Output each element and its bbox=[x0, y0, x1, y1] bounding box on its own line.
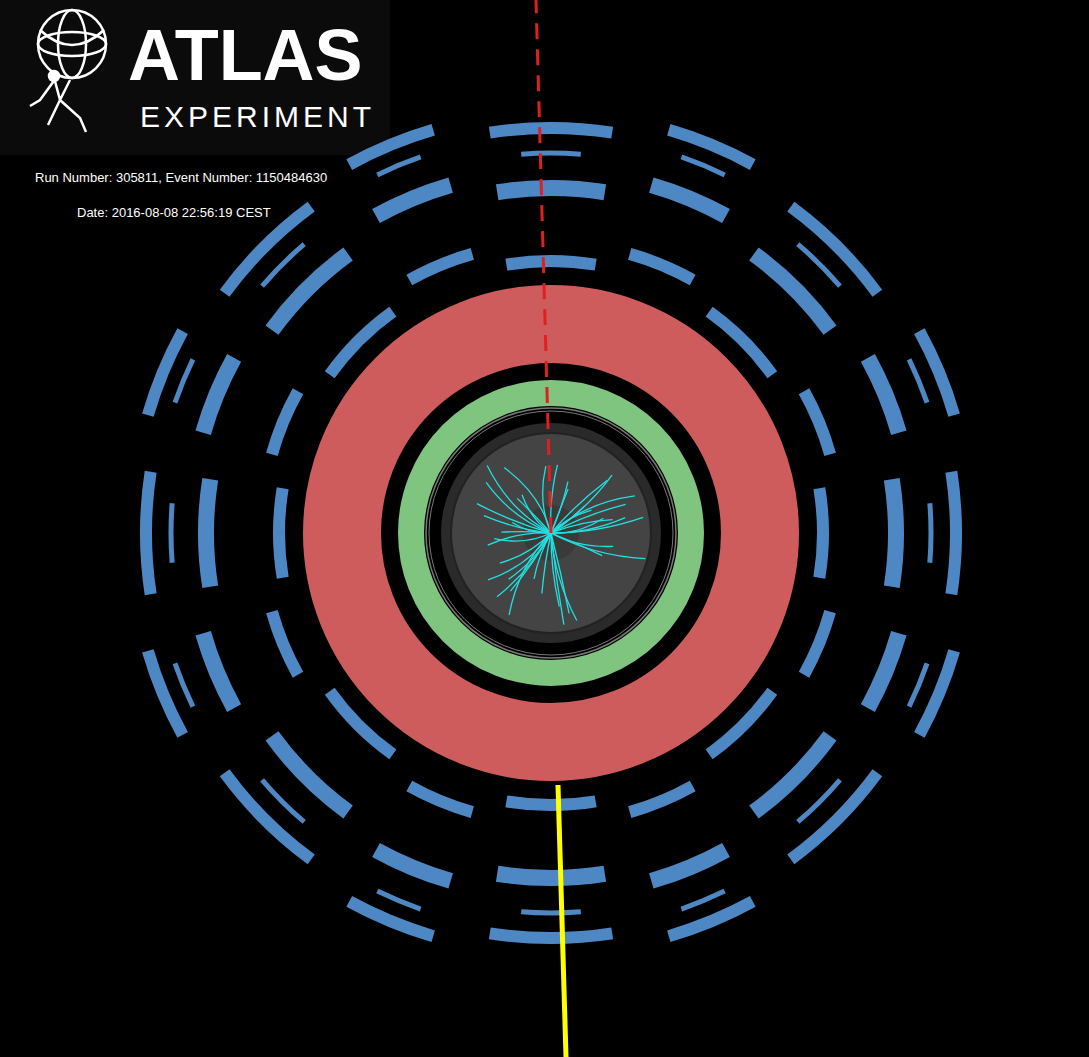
track bbox=[487, 466, 551, 533]
track bbox=[512, 523, 551, 534]
tracks bbox=[477, 465, 645, 625]
muon-chamber bbox=[521, 153, 581, 154]
logo-title: ATLAS bbox=[128, 14, 363, 96]
muon-chamber bbox=[798, 780, 840, 822]
muon-chamber bbox=[203, 358, 234, 433]
muon-chamber bbox=[279, 488, 283, 577]
muon-chamber bbox=[175, 359, 193, 402]
muon-chamber bbox=[490, 128, 612, 133]
track bbox=[522, 495, 551, 533]
muon-chamber bbox=[206, 479, 210, 587]
muon-chamber bbox=[798, 244, 840, 286]
muon-chamber bbox=[804, 391, 830, 454]
run-info: Run Number: 305811, Event Number: 115048… bbox=[35, 170, 327, 185]
muon-chamber bbox=[681, 157, 724, 175]
muon-chamber bbox=[651, 850, 726, 881]
muon-chamber bbox=[262, 780, 304, 822]
track bbox=[551, 480, 607, 533]
muon-track bbox=[558, 785, 566, 1057]
muon-chamber bbox=[630, 254, 693, 280]
muon-chamber bbox=[203, 633, 234, 708]
atlas-logo-figure bbox=[30, 10, 106, 132]
track bbox=[509, 533, 551, 615]
muon-chamber bbox=[225, 773, 312, 860]
muon-chamber bbox=[521, 912, 581, 913]
track bbox=[551, 518, 625, 533]
muon-chamber bbox=[409, 786, 472, 812]
muon-chamber bbox=[262, 244, 304, 286]
muon-chamber bbox=[497, 188, 605, 192]
muon-chamber bbox=[409, 254, 472, 280]
muon-chamber bbox=[272, 391, 298, 454]
muon-chamber bbox=[377, 157, 420, 175]
track bbox=[551, 475, 612, 533]
track bbox=[551, 496, 635, 533]
muon-chamber bbox=[951, 472, 956, 594]
muon-chamber bbox=[377, 891, 420, 909]
muon-chamber bbox=[272, 612, 298, 675]
muon-chamber bbox=[892, 479, 896, 587]
muon-chamber bbox=[681, 891, 724, 909]
muon-chamber bbox=[376, 185, 451, 216]
muon-chamber bbox=[868, 633, 899, 708]
muon-chamber bbox=[909, 359, 927, 402]
muon-chambers bbox=[146, 128, 956, 938]
muon-chamber bbox=[171, 503, 172, 563]
muon-chamber bbox=[791, 207, 878, 294]
missing-energy-line bbox=[536, 0, 551, 533]
logo-subtitle: EXPERIMENT bbox=[140, 100, 375, 134]
track bbox=[551, 533, 613, 546]
muon-chamber bbox=[868, 358, 899, 433]
muon-chamber bbox=[630, 786, 693, 812]
muon-chamber bbox=[930, 503, 931, 563]
muon-chamber bbox=[506, 801, 595, 805]
muon-chamber bbox=[804, 612, 830, 675]
muon-chamber bbox=[651, 185, 726, 216]
muon-chamber bbox=[506, 261, 595, 265]
muon-chamber bbox=[909, 663, 927, 706]
track bbox=[510, 533, 551, 591]
track bbox=[551, 517, 643, 533]
track bbox=[488, 533, 551, 580]
muon-chamber bbox=[175, 663, 193, 706]
track bbox=[551, 533, 577, 620]
date-info: Date: 2016-08-08 22:56:19 CEST bbox=[77, 205, 271, 220]
track bbox=[486, 482, 551, 533]
muon-chamber bbox=[146, 472, 151, 594]
muon-chamber bbox=[497, 874, 605, 878]
track bbox=[551, 533, 645, 559]
muon-chamber bbox=[490, 933, 612, 938]
muon-chamber bbox=[376, 850, 451, 881]
muon-chamber bbox=[819, 488, 823, 577]
muon-chamber bbox=[791, 773, 878, 860]
logo-panel bbox=[0, 0, 390, 155]
